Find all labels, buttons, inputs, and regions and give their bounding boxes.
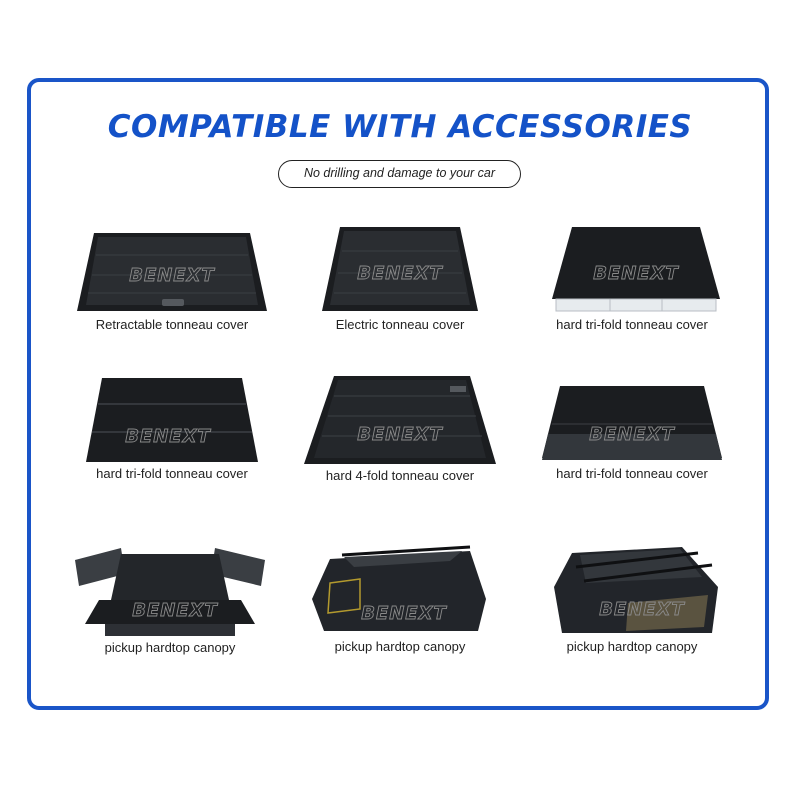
product-card-trifold-3: BENEXT hard tri-fold tonneau cover [522,384,742,481]
brand-watermark: BENEXT [357,263,443,284]
trifold-cover-image: BENEXT [542,386,722,460]
product-caption: hard 4-fold tonneau cover [325,468,475,483]
product-caption: Retractable tonneau cover [95,317,249,332]
retractable-cover-image: BENEXT [77,233,267,311]
product-card-canopy-2: BENEXT pickup hardtop canopy [290,543,510,654]
trifold-cover-image: BENEXT [86,378,258,462]
product-caption: hard tri-fold tonneau cover [96,466,248,481]
trifold-cover-image: BENEXT [552,227,720,312]
product-caption: hard tri-fold tonneau cover [556,317,708,332]
product-card-trifold-1: BENEXT hard tri-fold tonneau cover [522,225,742,332]
fourfold-cover-image: BENEXT [304,376,496,464]
product-card-retractable: BENEXT Retractable tonneau cover [62,225,282,332]
product-caption: pickup hardtop canopy [334,639,466,654]
product-card-fourfold: BENEXT hard 4-fold tonneau cover [290,374,510,483]
product-card-trifold-2: BENEXT hard tri-fold tonneau cover [62,376,282,481]
product-caption: pickup hardtop canopy [566,639,698,654]
brand-watermark: BENEXT [129,265,215,286]
product-caption: pickup hardtop canopy [104,640,236,655]
brand-watermark: BENEXT [125,426,211,447]
brand-watermark: BENEXT [599,599,685,620]
canopy-image: BENEXT [554,547,718,633]
brand-watermark: BENEXT [593,263,679,284]
subtitle-badge: No drilling and damage to your car [278,160,521,188]
product-caption: hard tri-fold tonneau cover [556,466,708,481]
brand-watermark: BENEXT [132,600,218,621]
brand-watermark: BENEXT [357,424,443,445]
electric-cover-image: BENEXT [322,227,478,311]
product-card-canopy-1: BENEXT pickup hardtop canopy [60,544,280,655]
product-card-canopy-3: BENEXT pickup hardtop canopy [522,543,742,654]
product-caption: Electric tonneau cover [335,317,465,332]
product-card-electric: BENEXT Electric tonneau cover [290,225,510,332]
brand-watermark: BENEXT [361,603,447,624]
canopy-image: BENEXT [312,545,486,631]
brand-watermark: BENEXT [589,424,675,445]
canopy-image: BENEXT [75,548,265,636]
page-title: COMPATIBLE WITH ACCESSORIES [107,109,693,145]
